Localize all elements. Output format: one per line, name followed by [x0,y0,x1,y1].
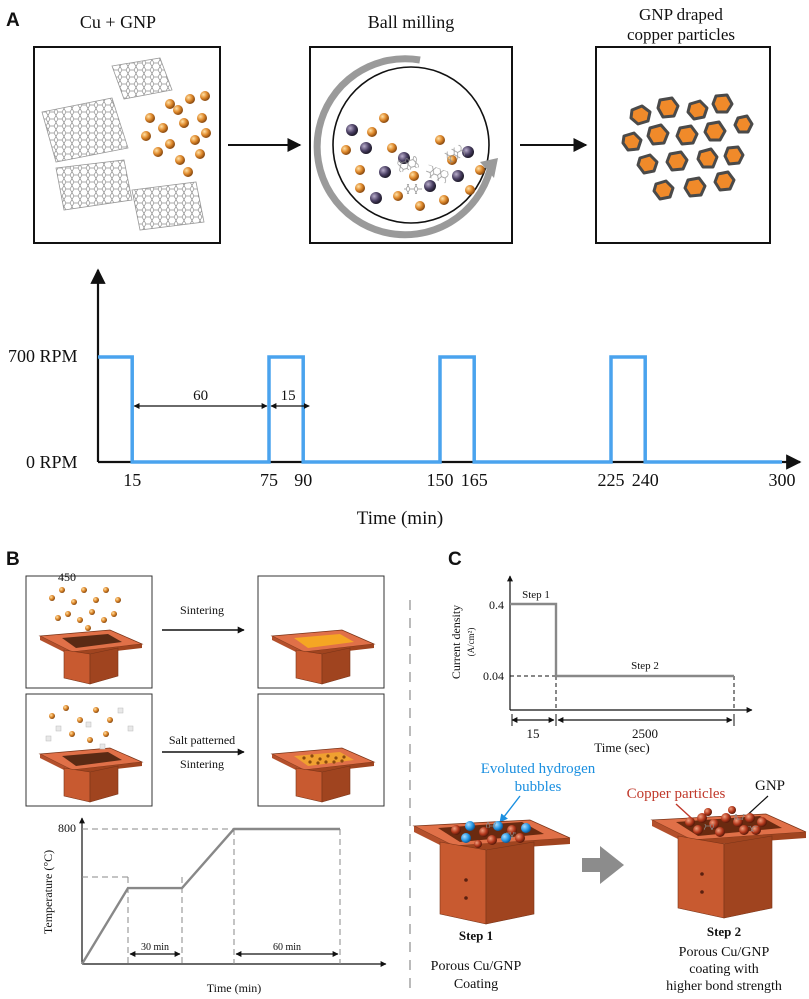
salt-powder-crucible-box [25,693,153,807]
dimension-15s-label: 15 [527,726,540,741]
panel-b-letter: B [6,549,20,570]
rpm-low-label: 0 RPM [26,452,78,472]
temperature-chart: Temperature (°C) 800 450 30 min 60 min T… [41,570,387,995]
box2-title: Ball milling [368,12,455,32]
panel-a-letter: A [6,10,20,31]
temp-x-label: Time (min) [207,981,262,995]
porous-layer-icon [302,754,346,765]
step2-desc-line1: Porous Cu/GNP [679,945,770,960]
salt-patterned-label: Salt patterned [169,733,235,747]
copper-particles-label: Copper particles [627,786,726,802]
draped-particle-icon [621,93,754,201]
rpm-tick-15: 15 [123,470,141,490]
rpm-tick-225: 225 [598,470,625,490]
dimension-60-label: 60 [193,388,208,404]
temp-tick-800: 800 [58,821,76,835]
copper-gnp-coating-icon [685,806,767,837]
current-density-chart: Current density (A/cm²) 0.4 0.04 Step 1 … [449,575,753,755]
gnp-label: GNP [755,778,785,794]
temp-y-label: Temperature (°C) [41,850,55,934]
cd-y-label: Current density [449,605,463,679]
step2-desc-line3: higher bond strength [666,979,782,994]
powder-crucible-box [25,575,153,689]
process-arrow-icon [582,846,624,884]
step2-crucible-icon [650,813,807,919]
step2-desc-line2: coating with [689,962,759,977]
rpm-tick-165: 165 [461,470,488,490]
salt-sintering-label: Sintering [180,757,224,771]
crucible-icon [270,629,376,685]
bubbles-label-line1: Evoluted hydrogen [481,761,596,777]
cd-tick-0.4: 0.4 [489,598,504,612]
cd-step1-label: Step 1 [522,589,550,601]
sintered-layer-icon [294,634,354,648]
rpm-tick-75: 75 [260,470,278,490]
cd-step2-label: Step 2 [631,660,659,672]
rpm-chart: 700 RPM 0 RPM 15 75 90 150 165 225 240 300 Time… [8,268,802,529]
rpm-tick-240: 240 [632,470,659,490]
box1-title: Cu + GNP [80,12,156,32]
milling-balls-icon [341,113,485,211]
porous-sintered-crucible-box [257,693,385,807]
bubbles-pointer-arrow [499,795,521,823]
step1-desc-line1: Porous Cu/GNP [431,959,522,974]
dimension-30min-label: 30 min [141,942,169,953]
sintering-label: Sintering [180,603,224,617]
copper-particles-icon [141,91,211,177]
box3-title-line2: copper particles [627,25,735,44]
hydrogen-bubbles-icon [451,821,531,848]
ball-milling-box [309,46,513,244]
cd-x-label: Time (sec) [594,740,650,755]
draped-particles-box [595,46,771,244]
rpm-tick-150: 150 [427,470,454,490]
milling-jar [332,66,490,224]
salt-powder-icon [45,705,134,750]
cu-gnp-box [33,46,221,244]
dimension-2500s-label: 2500 [632,726,658,741]
rpm-x-ticks: 15 75 90 150 165 225 240 300 [123,470,795,490]
dimension-60min-label: 60 min [273,942,301,953]
gnp-sheet-icon [41,57,205,231]
falling-powder-icon [49,587,121,631]
panel-c-letter: C [448,549,462,570]
cd-series-line [510,602,734,678]
step2-title: Step 2 [707,924,741,939]
rpm-x-label: Time (min) [357,508,443,529]
crucible-icon [38,629,144,685]
crucible-icon [38,747,144,803]
step1-desc-line2: Coating [454,977,498,992]
step1-title: Step 1 [459,928,493,943]
cd-tick-0.04: 0.04 [483,669,504,683]
gnp-flakes-icon [396,144,466,194]
rpm-high-label: 700 RPM [8,346,78,366]
sintered-crucible-box [257,575,385,689]
crucible-icon [270,747,376,803]
rpm-tick-90: 90 [294,470,312,490]
rotation-arrow-icon [313,55,494,239]
rotation-arrowhead-icon [480,158,498,178]
rpm-series-line [98,355,782,464]
dimension-15-label: 15 [281,388,296,404]
bubbles-label-line2: bubbles [515,779,562,795]
temp-series-line [80,827,340,965]
box3-title-line1: GNP draped [639,5,723,24]
cd-y-unit: (A/cm²) [466,628,476,657]
temp-tick-450: 450 [58,570,76,584]
rpm-tick-300: 300 [769,470,796,490]
